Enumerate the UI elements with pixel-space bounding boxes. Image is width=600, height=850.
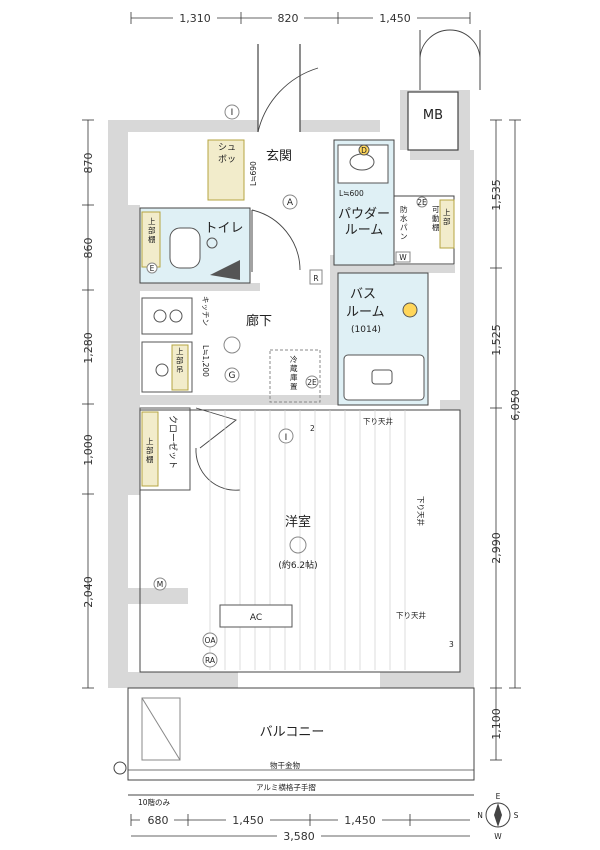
upper-cabinet: 上部吊 bbox=[176, 347, 184, 374]
fridge-label: 冷蔵庫置 bbox=[290, 354, 298, 391]
left-dim-5: 2,040 bbox=[82, 576, 95, 608]
bath-size: (1014) bbox=[351, 325, 381, 335]
compass-icon: E S W N bbox=[477, 792, 518, 841]
entrance-door: I bbox=[224, 29, 481, 133]
compass-s: S bbox=[514, 811, 519, 820]
top-dim-1: 1,310 bbox=[179, 12, 211, 25]
powder-room-label-2: ルーム bbox=[345, 223, 384, 238]
right-dim-total: 6,050 bbox=[509, 389, 522, 421]
toilet-label: トイレ bbox=[204, 221, 243, 236]
symbol-r-hall: R bbox=[313, 274, 318, 283]
left-dim-3: 1,280 bbox=[82, 332, 95, 364]
bottom-dimensions: 680 1,450 1,450 3,580 bbox=[130, 813, 470, 843]
bath-label-2: ルーム bbox=[346, 305, 385, 320]
symbol-d: D bbox=[361, 146, 367, 155]
closet: 上部棚 クローゼット bbox=[139, 407, 191, 491]
western-room: 洋室 (約6.2帖) 下り天井 下り天井 下り天井 AC OA RA M I 2… bbox=[139, 409, 461, 673]
ac-label: AC bbox=[250, 613, 262, 623]
hallway-label: 廊下 bbox=[246, 313, 272, 329]
waterproof-pan: 防水パン bbox=[400, 204, 408, 241]
bottom-dim-total: 3,580 bbox=[283, 830, 315, 843]
lowered-ceiling-3: 下り天井 bbox=[396, 610, 426, 620]
bath-room: バス ルーム (1014) bbox=[337, 272, 429, 406]
bottom-dim-1: 680 bbox=[148, 814, 169, 827]
top-dim-2: 820 bbox=[278, 12, 299, 25]
kitchen: キッチン L≒1,200 上部吊 bbox=[141, 296, 210, 393]
powder-room-label-1: パウダー bbox=[338, 207, 390, 222]
fridge-area: 冷蔵庫置 2E bbox=[269, 349, 321, 403]
lowered-ceiling-2: 下り天井 bbox=[416, 496, 426, 526]
symbol-2e-fridge: 2E bbox=[307, 378, 317, 387]
railing-label: アルミ横格子手摺 bbox=[256, 782, 316, 792]
symbol-m: M bbox=[157, 580, 163, 589]
western-room-label: 洋室 bbox=[285, 514, 311, 530]
right-dim-1: 1,535 bbox=[490, 179, 503, 211]
symbol-e-toilet: E bbox=[150, 264, 155, 273]
tenth-floor-only: 10階のみ bbox=[138, 797, 171, 807]
symbol-a: A bbox=[287, 198, 294, 208]
shoe-width-label: L≒690 bbox=[249, 161, 258, 186]
symbol-i-room: I bbox=[285, 433, 288, 443]
symbol-i-top: I bbox=[231, 108, 234, 118]
shoe-box-label: シュボッ bbox=[218, 143, 236, 165]
compass-e: E bbox=[496, 792, 501, 801]
right-dim-3: 2,990 bbox=[490, 532, 503, 564]
compass-w: W bbox=[494, 832, 502, 841]
toilet-door bbox=[251, 209, 301, 271]
lowered-ceiling-1: 下り天井 bbox=[363, 416, 393, 426]
western-room-size: (約6.2帖) bbox=[278, 559, 317, 571]
powder-room: L≒600 パウダー ルーム D 防水パン 可動棚 上部 2E W bbox=[333, 139, 455, 266]
symbol-ra: RA bbox=[205, 656, 216, 665]
powder-width: L≒600 bbox=[339, 189, 364, 198]
mb-box: MB bbox=[407, 91, 459, 151]
hallway: 廊下 G R bbox=[223, 269, 323, 383]
closet-label: クローゼット bbox=[167, 415, 179, 469]
symbol-g: G bbox=[229, 371, 236, 381]
toilet-upper-shelf: 上部棚 bbox=[148, 217, 156, 244]
mb-label: MB bbox=[423, 108, 443, 123]
top-dim-3: 1,450 bbox=[379, 12, 411, 25]
left-dim-1: 870 bbox=[82, 153, 95, 174]
symbol-oa: OA bbox=[205, 636, 217, 645]
bottom-dim-3: 1,450 bbox=[344, 814, 376, 827]
kitchen-width: L≒1,200 bbox=[201, 345, 210, 377]
toilet-room: 上部棚 トイレ E bbox=[139, 207, 251, 284]
right-dim-2: 1,525 bbox=[490, 324, 503, 356]
bottom-dim-2: 1,450 bbox=[232, 814, 264, 827]
movable-shelf: 可動棚 bbox=[432, 205, 440, 232]
powder-upper-shelf: 上部 bbox=[443, 208, 451, 226]
balcony-label: バルコニー bbox=[260, 725, 325, 740]
symbol-2e-powder: 2E bbox=[417, 198, 427, 207]
entrance-label: 玄関 bbox=[266, 149, 292, 164]
bath-label-1: バス bbox=[350, 287, 376, 302]
right-dimensions: 1,535 1,525 2,990 1,100 6,050 bbox=[490, 119, 522, 761]
closet-upper-shelf: 上部棚 bbox=[146, 437, 154, 464]
right-dim-4: 1,100 bbox=[490, 708, 503, 740]
genkan-area: シュボッ 玄関 L≒690 A bbox=[207, 139, 298, 210]
symbol-3-room: 3 bbox=[449, 640, 454, 649]
symbol-w: W bbox=[399, 253, 407, 262]
symbol-2-room: 2 bbox=[310, 424, 315, 433]
kitchen-label: キッチン bbox=[201, 296, 210, 326]
left-dim-4: 1,000 bbox=[82, 434, 95, 466]
balcony: バルコニー 物干金物 アルミ横格子手摺 10階のみ bbox=[113, 687, 475, 807]
clothes-hardware: 物干金物 bbox=[270, 760, 300, 770]
top-dimensions: 1,310 820 1,450 bbox=[130, 11, 471, 25]
compass-n: N bbox=[477, 811, 483, 820]
left-dimensions: 870 860 1,280 1,000 2,040 bbox=[82, 119, 95, 689]
left-dim-2: 860 bbox=[82, 238, 95, 259]
